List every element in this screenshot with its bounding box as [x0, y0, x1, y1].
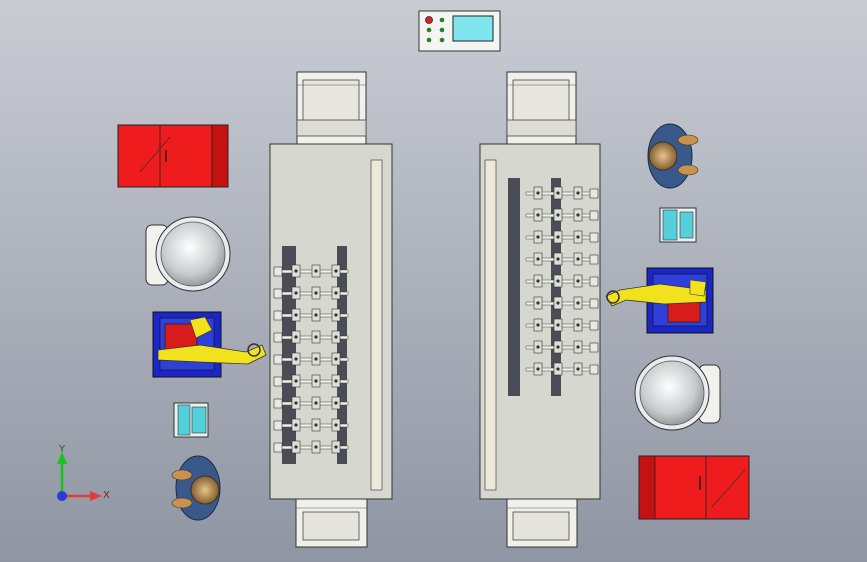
turntable-icon [634, 355, 721, 431]
left-stations [273, 264, 349, 454]
right-bottom-conveyor [506, 498, 578, 548]
axis-triad-icon: Y X [57, 444, 110, 501]
left-top-conveyor [296, 71, 367, 145]
control-panel-icon [418, 10, 501, 52]
station-row [525, 318, 599, 332]
station-row [273, 286, 349, 300]
operator-icon [171, 455, 221, 521]
left-bottom-conveyor [295, 498, 368, 548]
fixture-icon [173, 402, 209, 438]
operator-icon [647, 123, 699, 189]
axis-x-label: X [103, 490, 110, 501]
station-row [273, 396, 349, 410]
station-row [525, 340, 599, 354]
station-row [525, 230, 599, 244]
station-row [525, 252, 599, 266]
station-row [525, 274, 599, 288]
station-row [273, 352, 349, 366]
station-row [525, 208, 599, 222]
storage-cart-icon [117, 124, 229, 188]
station-row [273, 330, 349, 344]
station-row [273, 418, 349, 432]
storage-cart-icon [638, 455, 750, 520]
emergency-stop-button [425, 16, 433, 24]
robot-arm-icon [152, 311, 267, 378]
left-assembly-line [269, 71, 393, 548]
right-top-conveyor [506, 71, 577, 145]
station-row [273, 374, 349, 388]
station-row [273, 440, 349, 454]
station-row [273, 264, 349, 278]
robot-arm-icon [605, 267, 714, 334]
right-stations [525, 186, 599, 376]
right-assembly-line [479, 71, 601, 548]
station-row [525, 362, 599, 376]
station-row [525, 296, 599, 310]
axis-y-label: Y [58, 444, 66, 455]
station-row [525, 186, 599, 200]
fixture-icon [659, 207, 697, 243]
turntable-icon [145, 216, 231, 292]
station-row [273, 308, 349, 322]
hmi-screen [452, 15, 494, 42]
